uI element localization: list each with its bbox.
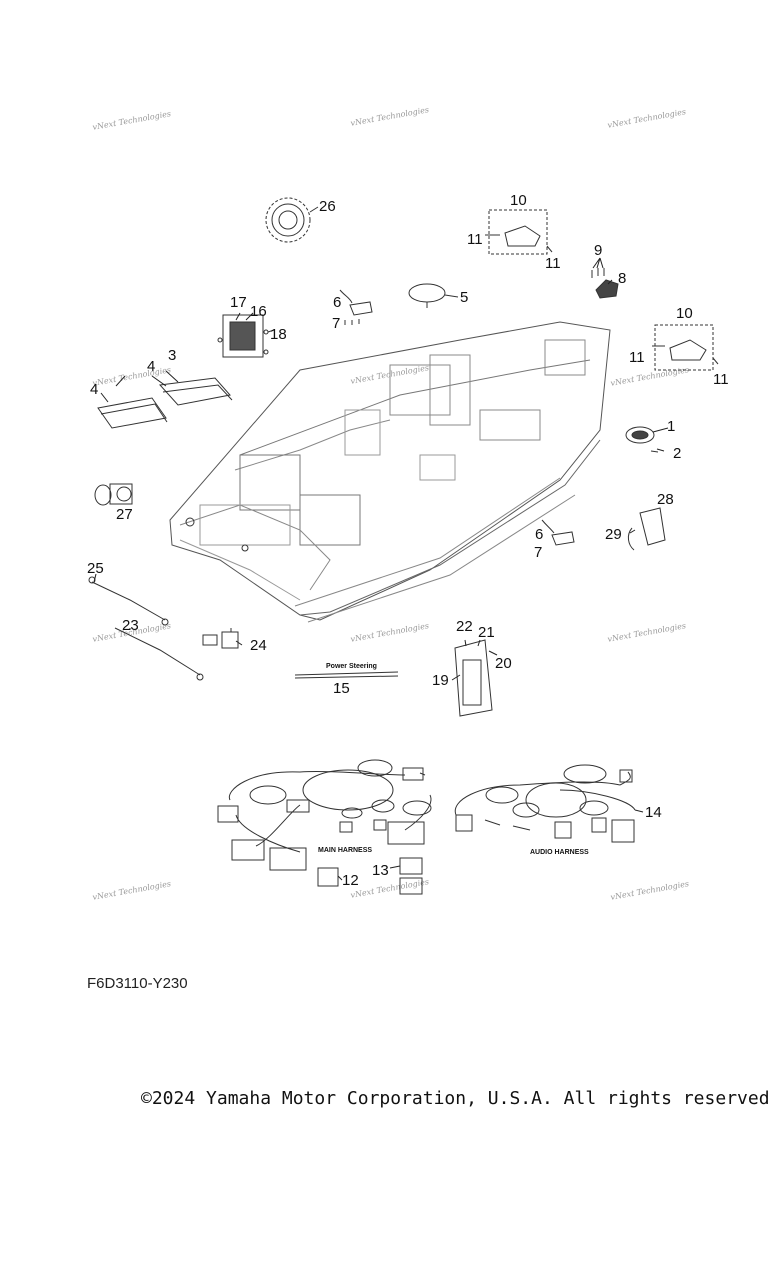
parts-diagram: 26 10 11 11 9 8 5 6 7 17 16 18 10 11 11 …	[87, 192, 729, 895]
part-8-light	[591, 268, 619, 299]
power-steering-label: Power Steering	[326, 663, 377, 670]
callout-4-upper: 4	[147, 358, 155, 375]
diagram-code: F6D3110-Y230	[87, 975, 188, 992]
callout-27: 27	[116, 506, 133, 523]
part-10-right-assembly	[652, 324, 719, 371]
part-5-cap	[408, 283, 459, 308]
callout-7-lower: 7	[534, 544, 542, 561]
part-6-light-top	[339, 289, 373, 325]
callout-11-top-right: 11	[545, 255, 561, 272]
callout-2: 2	[673, 445, 681, 462]
callout-6-top: 6	[333, 294, 341, 311]
callout-10-top: 10	[510, 192, 527, 209]
part-19-control-box	[454, 639, 493, 717]
part-1-plate	[625, 426, 659, 453]
part-24-connector	[202, 628, 239, 649]
part-28-bracket	[627, 507, 666, 551]
leader-lines	[93, 257, 669, 881]
callout-22: 22	[456, 618, 473, 635]
callout-21: 21	[478, 624, 495, 641]
part-10-top-assembly	[485, 209, 553, 255]
callout-3: 3	[168, 347, 176, 364]
audio-harness-label: AUDIO HARNESS	[530, 849, 589, 856]
part-27-receptacle	[94, 483, 133, 506]
part-23-cable	[114, 627, 204, 681]
part-4-tray	[97, 397, 168, 429]
callout-1: 1	[667, 418, 675, 435]
part-3-tray	[158, 377, 233, 406]
audio-harness-illustration	[454, 764, 636, 843]
callout-8: 8	[618, 270, 626, 287]
callout-12: 12	[342, 872, 359, 889]
callout-23: 23	[122, 617, 139, 634]
part-16-bracket	[217, 314, 275, 358]
callout-numbers: 26 10 11 11 9 8 5 6 7 17 16 18 10 11 11 …	[87, 192, 729, 889]
callout-13: 13	[372, 862, 389, 879]
callout-11-right-left: 11	[629, 349, 645, 366]
emblem-part-26	[265, 197, 319, 243]
part-6-light-lower	[541, 519, 575, 546]
callout-19: 19	[432, 672, 449, 689]
callout-26: 26	[319, 198, 336, 215]
boat-hull-illustration	[169, 321, 611, 623]
callout-17: 17	[230, 294, 247, 311]
copyright-notice: ©2024 Yamaha Motor Corporation, U.S.A. A…	[141, 1088, 768, 1109]
callout-25: 25	[87, 560, 104, 577]
main-harness-label: MAIN HARNESS	[318, 847, 372, 854]
callout-4-lower: 4	[90, 381, 98, 398]
callout-29: 29	[605, 526, 622, 543]
callout-6-lower: 6	[535, 526, 543, 543]
callout-15: 15	[333, 680, 350, 697]
callout-10-right: 10	[676, 305, 693, 322]
callout-9: 9	[594, 242, 602, 259]
callout-14: 14	[645, 804, 662, 821]
callout-20: 20	[495, 655, 512, 672]
callout-7-top: 7	[332, 315, 340, 332]
callout-24: 24	[250, 637, 267, 654]
callout-28: 28	[657, 491, 674, 508]
callout-5: 5	[460, 289, 468, 306]
callout-18: 18	[270, 326, 287, 343]
callout-16: 16	[250, 303, 267, 320]
callout-11-top-left: 11	[467, 231, 483, 248]
main-harness-illustration	[217, 759, 432, 895]
part-15-power-steering-cable	[294, 671, 399, 679]
callout-11-right-right: 11	[713, 371, 729, 388]
